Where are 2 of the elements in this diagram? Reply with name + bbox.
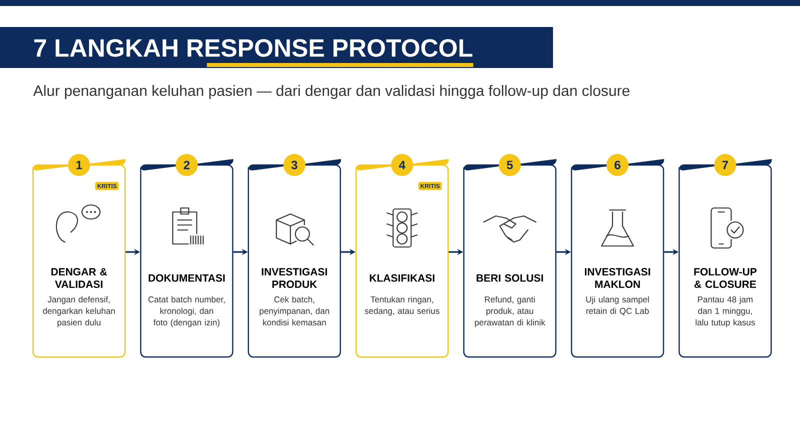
title-banner: 7 LANGKAH RESPONSE PROTOCOL: [0, 27, 553, 68]
subtitle: Alur penanganan keluhan pasien — dari dengar dan validasi hingga follow-up dan closure: [33, 85, 630, 99]
